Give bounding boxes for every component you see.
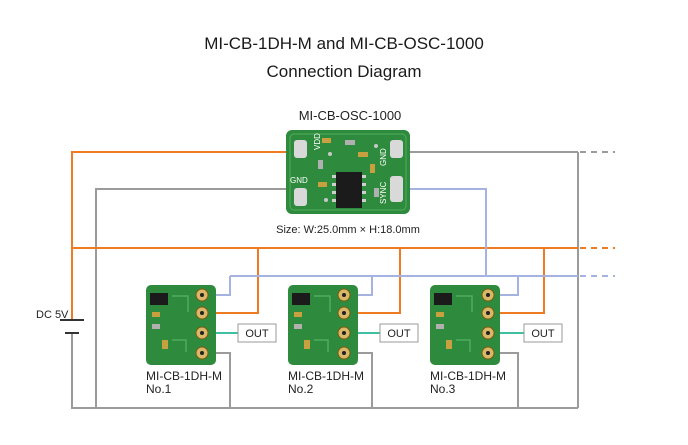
out-box-3: OUT: [523, 323, 563, 343]
osc-pin-vdd-label: VDD: [313, 133, 322, 150]
osc-pin-gnd-right-label: GND: [379, 148, 388, 166]
dc-source-label: DC 5V: [36, 309, 69, 321]
module-board-2: [288, 285, 358, 365]
diagram-title: MI-CB-1DH-M and MI-CB-OSC-1000: [204, 34, 484, 53]
osc-board-name: MI-CB-OSC-1000: [299, 108, 402, 123]
diagram-subtitle: Connection Diagram: [266, 62, 422, 81]
out-label-1: OUT: [245, 328, 269, 340]
osc-chip: [336, 172, 362, 208]
module-3-number: No.3: [430, 382, 456, 396]
module-board-1: [146, 285, 216, 365]
out-box-1: OUT: [237, 323, 277, 343]
module-2-name: MI-CB-1DH-M: [288, 369, 364, 383]
osc-size-label: Size: W:25.0mm × H:18.0mm: [276, 224, 420, 236]
out-label-2: OUT: [387, 328, 411, 340]
module-1-name: MI-CB-1DH-M: [146, 369, 222, 383]
dc-source-symbol: [60, 319, 84, 334]
module-3-name: MI-CB-1DH-M: [430, 369, 506, 383]
module-2-number: No.2: [288, 382, 314, 396]
pad-sync: [390, 176, 403, 202]
power-wires: [71, 151, 578, 320]
pad-gnd-right: [390, 140, 403, 158]
out-label-3: OUT: [531, 328, 555, 340]
pad-gnd-left: [294, 188, 307, 206]
osc-pin-sync-label: SYNC: [379, 182, 388, 204]
module-board-3: [430, 285, 500, 365]
osc-board: [286, 130, 410, 214]
pad-vdd: [294, 140, 307, 158]
osc-pin-gnd-left-label: GND: [290, 176, 308, 185]
module-1-number: No.1: [146, 382, 172, 396]
out-box-2: OUT: [379, 323, 419, 343]
